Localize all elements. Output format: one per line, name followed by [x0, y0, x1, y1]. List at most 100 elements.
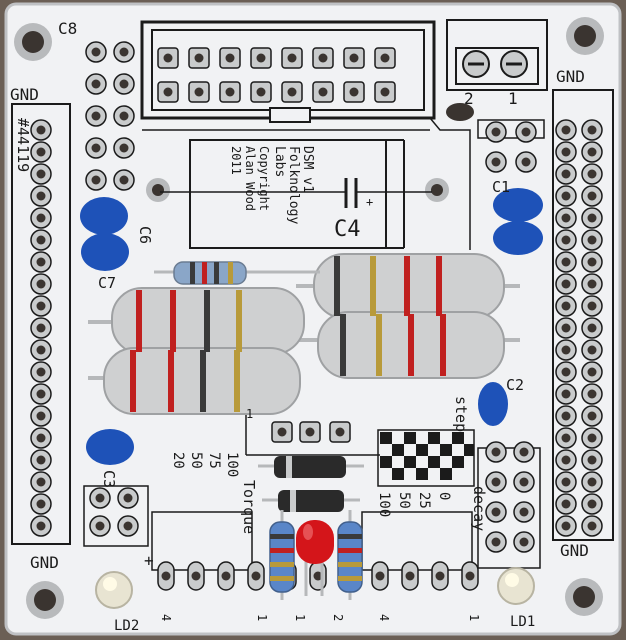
pad-right-a-10 [555, 339, 577, 361]
pad-idc-bottom-4 [281, 81, 303, 103]
pad-right-a-3 [555, 185, 577, 207]
clear-leds [95, 567, 535, 609]
pad-right-b-16 [581, 471, 603, 493]
pad-right-a-8 [555, 295, 577, 317]
capacitor-c1 [493, 188, 543, 222]
pad-right-a-13 [555, 405, 577, 427]
pad-right-b-6 [581, 251, 603, 273]
pad-bottom-8 [401, 561, 419, 591]
pad-right-b-3 [581, 185, 603, 207]
label-ld1: LD1 [510, 614, 535, 630]
label-c6: C6 [136, 226, 154, 244]
info-line-5: Alan Wood [243, 146, 257, 211]
pad-left-11 [30, 361, 52, 383]
pad-right-a-4 [555, 207, 577, 229]
pad-small-a [89, 487, 111, 509]
pad-c8-b-2 [113, 105, 135, 127]
pad-decay-b-2 [513, 501, 535, 523]
pad-idc-bottom-5 [312, 81, 334, 103]
pcb-edge [4, 2, 622, 636]
pad-right-b-8 [581, 295, 603, 317]
decay-value-2: 25 [416, 492, 432, 509]
pad-right-b-4 [581, 207, 603, 229]
pad-idc-bottom-0 [157, 81, 179, 103]
info-line-2: Folknology [286, 146, 301, 224]
right-header-pads [555, 119, 603, 537]
pad-right-b-15 [581, 449, 603, 471]
pad-mid-b [299, 421, 321, 443]
small-header-pads [89, 421, 535, 553]
label-connector-1: 1 [508, 89, 518, 108]
pcb-substrate [6, 4, 620, 634]
c4-outline [189, 139, 387, 249]
terminal-block-outline [446, 19, 548, 91]
pad-right-b-18 [581, 515, 603, 537]
label-c1: C1 [492, 178, 510, 196]
pad-left-13 [30, 405, 52, 427]
pad-right-a-2 [555, 163, 577, 185]
silkscreen-labels: C8 GND GND GND GND #44119 2 1 C1 C6 C7 C… [10, 19, 589, 634]
capacitor-c1b [493, 221, 543, 255]
pad-right-b-14 [581, 427, 603, 449]
pad-left-0 [30, 119, 52, 141]
pad-idc-top-0 [157, 47, 179, 69]
pad-c8-b-1 [113, 73, 135, 95]
pin-mark-c: 4 [377, 614, 391, 621]
pad-right-b-5 [581, 229, 603, 251]
pad-c1-b [515, 121, 537, 143]
label-ld2: LD2 [114, 618, 139, 634]
label-c4-plus: + [366, 195, 373, 209]
blue-capacitors [80, 188, 543, 465]
pad-right-a-1 [555, 141, 577, 163]
pad-c1-a [485, 121, 507, 143]
pad-decay-b-3 [513, 531, 535, 553]
pad-idc-top-2 [219, 47, 241, 69]
pad-left-8 [30, 295, 52, 317]
pad-left-2 [30, 163, 52, 185]
pad-decay-a-1 [485, 471, 507, 493]
capacitor-c3 [86, 429, 134, 465]
pad-idc-top-1 [188, 47, 210, 69]
pad-right-b-11 [581, 361, 603, 383]
mounting-holes [14, 17, 604, 619]
pad-left-17 [30, 493, 52, 515]
pad-small-b [117, 487, 139, 509]
label-plus-left: + [144, 551, 154, 570]
label-c7: C7 [98, 274, 116, 292]
pad-right-a-17 [555, 493, 577, 515]
pad-bottom-3 [247, 561, 265, 591]
torque-value-2: 75 [206, 452, 222, 469]
pad-c8-b-4 [113, 169, 135, 191]
torque-value-3: 50 [188, 452, 204, 469]
pad-c1-c [485, 151, 507, 173]
pad-left-14 [30, 427, 52, 449]
pad-decay-b-0 [513, 441, 535, 463]
pad-c8-a-1 [85, 73, 107, 95]
pad-right-a-18 [555, 515, 577, 537]
pin-mark-a: 4 [159, 614, 173, 621]
idc-connector-pads [157, 47, 396, 103]
label-decay: decay [470, 486, 488, 531]
torque-value-4: 20 [170, 452, 186, 469]
label-gnd-bottom-left: GND [30, 553, 59, 572]
terminal-block-inner [455, 47, 539, 85]
label-c2: C2 [506, 376, 524, 394]
pad-left-18 [30, 515, 52, 537]
label-board-number: #44119 [14, 118, 32, 172]
left-header-pads [30, 119, 52, 537]
idc-key-notch [269, 107, 311, 123]
pad-c8-a-2 [85, 105, 107, 127]
pad-c1-d [515, 151, 537, 173]
left-header-outline [11, 103, 71, 545]
pad-right-b-1 [581, 141, 603, 163]
pad-right-b-0 [581, 119, 603, 141]
small-resistors-vertical [269, 510, 363, 600]
pad-decay-a-3 [485, 531, 507, 553]
pad-bottom-1 [187, 561, 205, 591]
pad-left-15 [30, 449, 52, 471]
pad-left-4 [30, 207, 52, 229]
pad-mid-c [329, 421, 351, 443]
label-torque: Torque [240, 480, 258, 534]
pad-c8-a-3 [85, 137, 107, 159]
